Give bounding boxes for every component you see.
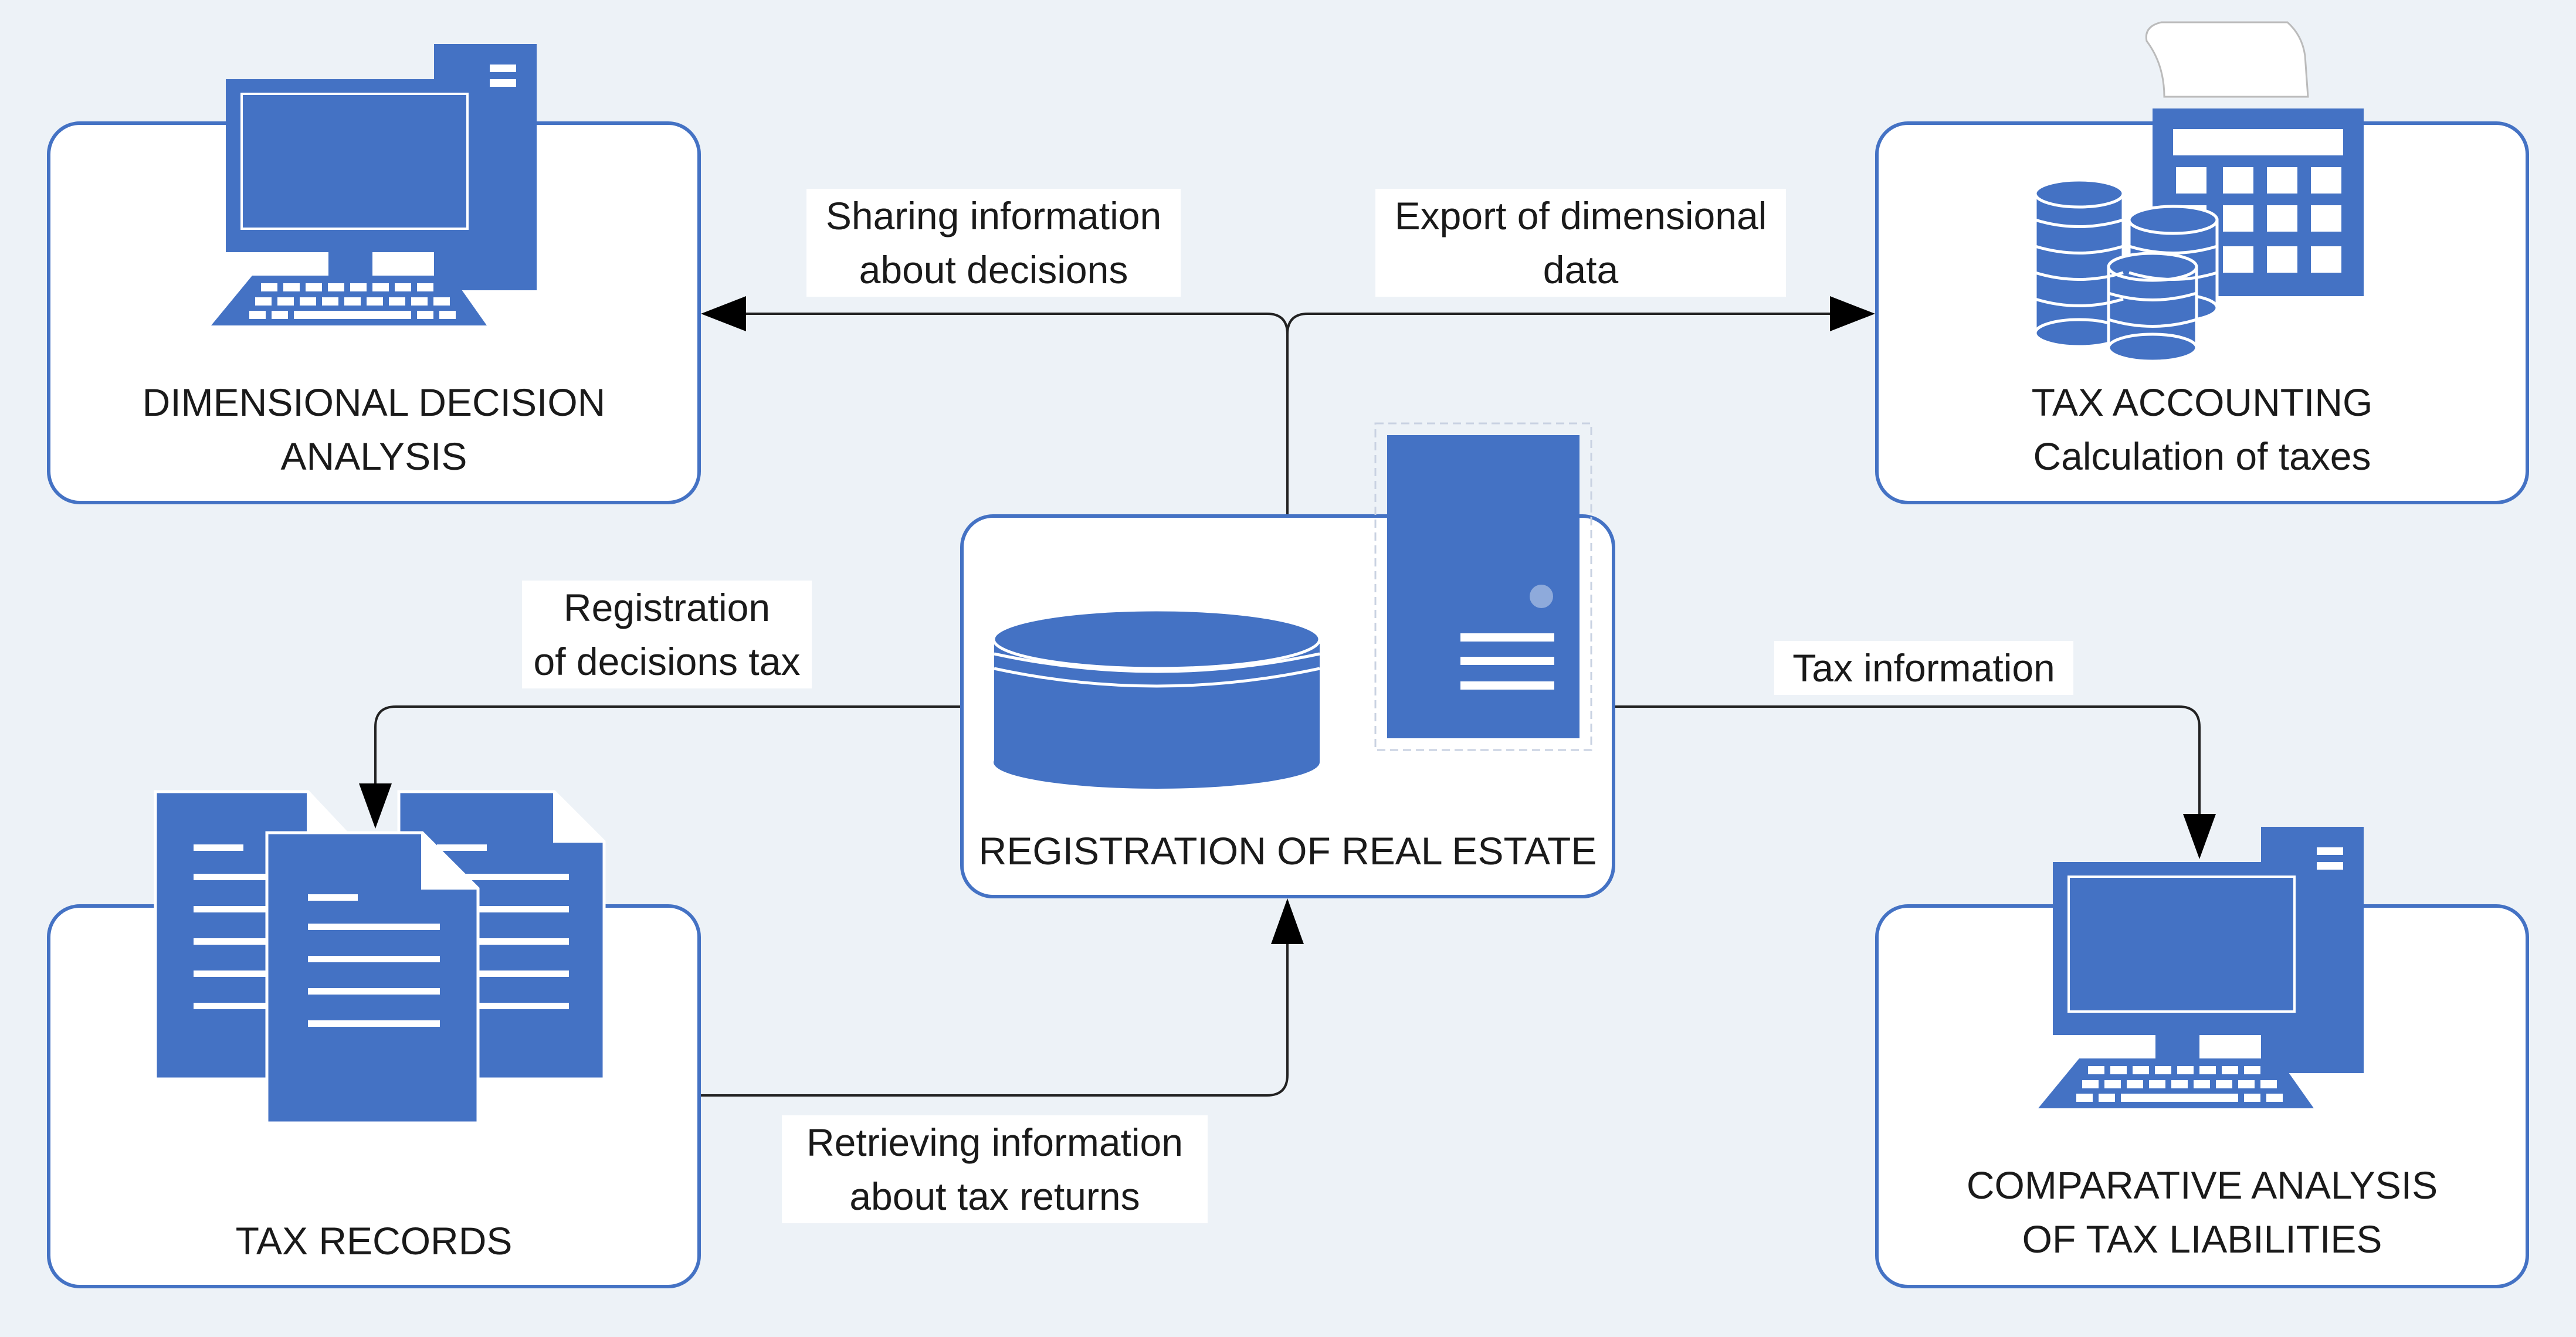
tax-records-line1: TAX RECORDS <box>235 1219 513 1263</box>
edge-label-retrieving-line2: about tax returns <box>849 1175 1140 1218</box>
edge-export-line <box>1286 313 1831 335</box>
dimensional-decision-line2: ANALYSIS <box>280 435 467 478</box>
edge-label-export-line1: Export of dimensional <box>1394 194 1767 237</box>
edge-label-tax-info-line1: Tax information <box>1792 646 2055 690</box>
edge-sharing-line <box>745 313 1289 514</box>
dimensional-decision-line1: DIMENSIONAL DECISION <box>142 381 606 424</box>
edge-label-registration-tax-line1: Registration <box>563 586 771 629</box>
comparative-analysis-line1: COMPARATIVE ANALYSIS <box>1966 1163 2438 1207</box>
calculator-coins-icon <box>2033 21 2364 363</box>
tax-accounting-line2: Calculation of taxes <box>2033 435 2371 478</box>
edge-label-sharing-line1: Sharing information <box>825 194 1162 237</box>
arrowhead-down-left <box>359 783 392 829</box>
database-icon <box>992 608 1321 789</box>
desktop-computer-icon <box>2038 827 2364 1108</box>
edge-retrieving-line <box>701 944 1289 1097</box>
comparative-analysis-label: COMPARATIVE ANALYSIS OF TAX LIABILITIES <box>1875 1158 2529 1266</box>
desktop-computer-icon <box>211 44 537 325</box>
edge-label-registration-tax-line2: of decisions tax <box>533 640 801 683</box>
registration-line1: REGISTRATION OF REAL ESTATE <box>978 829 1597 873</box>
server-tower-icon <box>1374 422 1592 751</box>
registration-label: REGISTRATION OF REAL ESTATE <box>960 824 1615 878</box>
tax-accounting-line1: TAX ACCOUNTING <box>2031 381 2373 424</box>
edge-tax-info-line <box>1615 705 2201 815</box>
edge-label-retrieving-line1: Retrieving information <box>806 1121 1183 1164</box>
dimensional-decision-label: DIMENSIONAL DECISION ANALYSIS <box>47 375 701 483</box>
edge-label-sharing: Sharing information about decisions <box>806 189 1181 297</box>
edge-label-export-line2: data <box>1543 248 1619 291</box>
arrowhead-up <box>1271 898 1304 944</box>
edge-label-tax-info: Tax information <box>1774 641 2073 695</box>
comparative-analysis-line2: OF TAX LIABILITIES <box>2022 1217 2382 1261</box>
edge-label-export: Export of dimensional data <box>1375 189 1786 297</box>
arrowhead-left <box>701 296 746 331</box>
edge-label-retrieving: Retrieving information about tax returns <box>782 1115 1208 1223</box>
edge-label-sharing-line2: about decisions <box>859 248 1128 291</box>
arrowhead-right <box>1830 296 1875 331</box>
tax-accounting-label: TAX ACCOUNTING Calculation of taxes <box>1875 375 2529 483</box>
documents-icon <box>154 790 606 1125</box>
edge-label-registration-tax: Registration of decisions tax <box>522 581 812 688</box>
tax-records-label: TAX RECORDS <box>47 1214 701 1268</box>
arrowhead-down-right <box>2183 814 2216 859</box>
edge-registration-tax-line <box>374 705 960 785</box>
